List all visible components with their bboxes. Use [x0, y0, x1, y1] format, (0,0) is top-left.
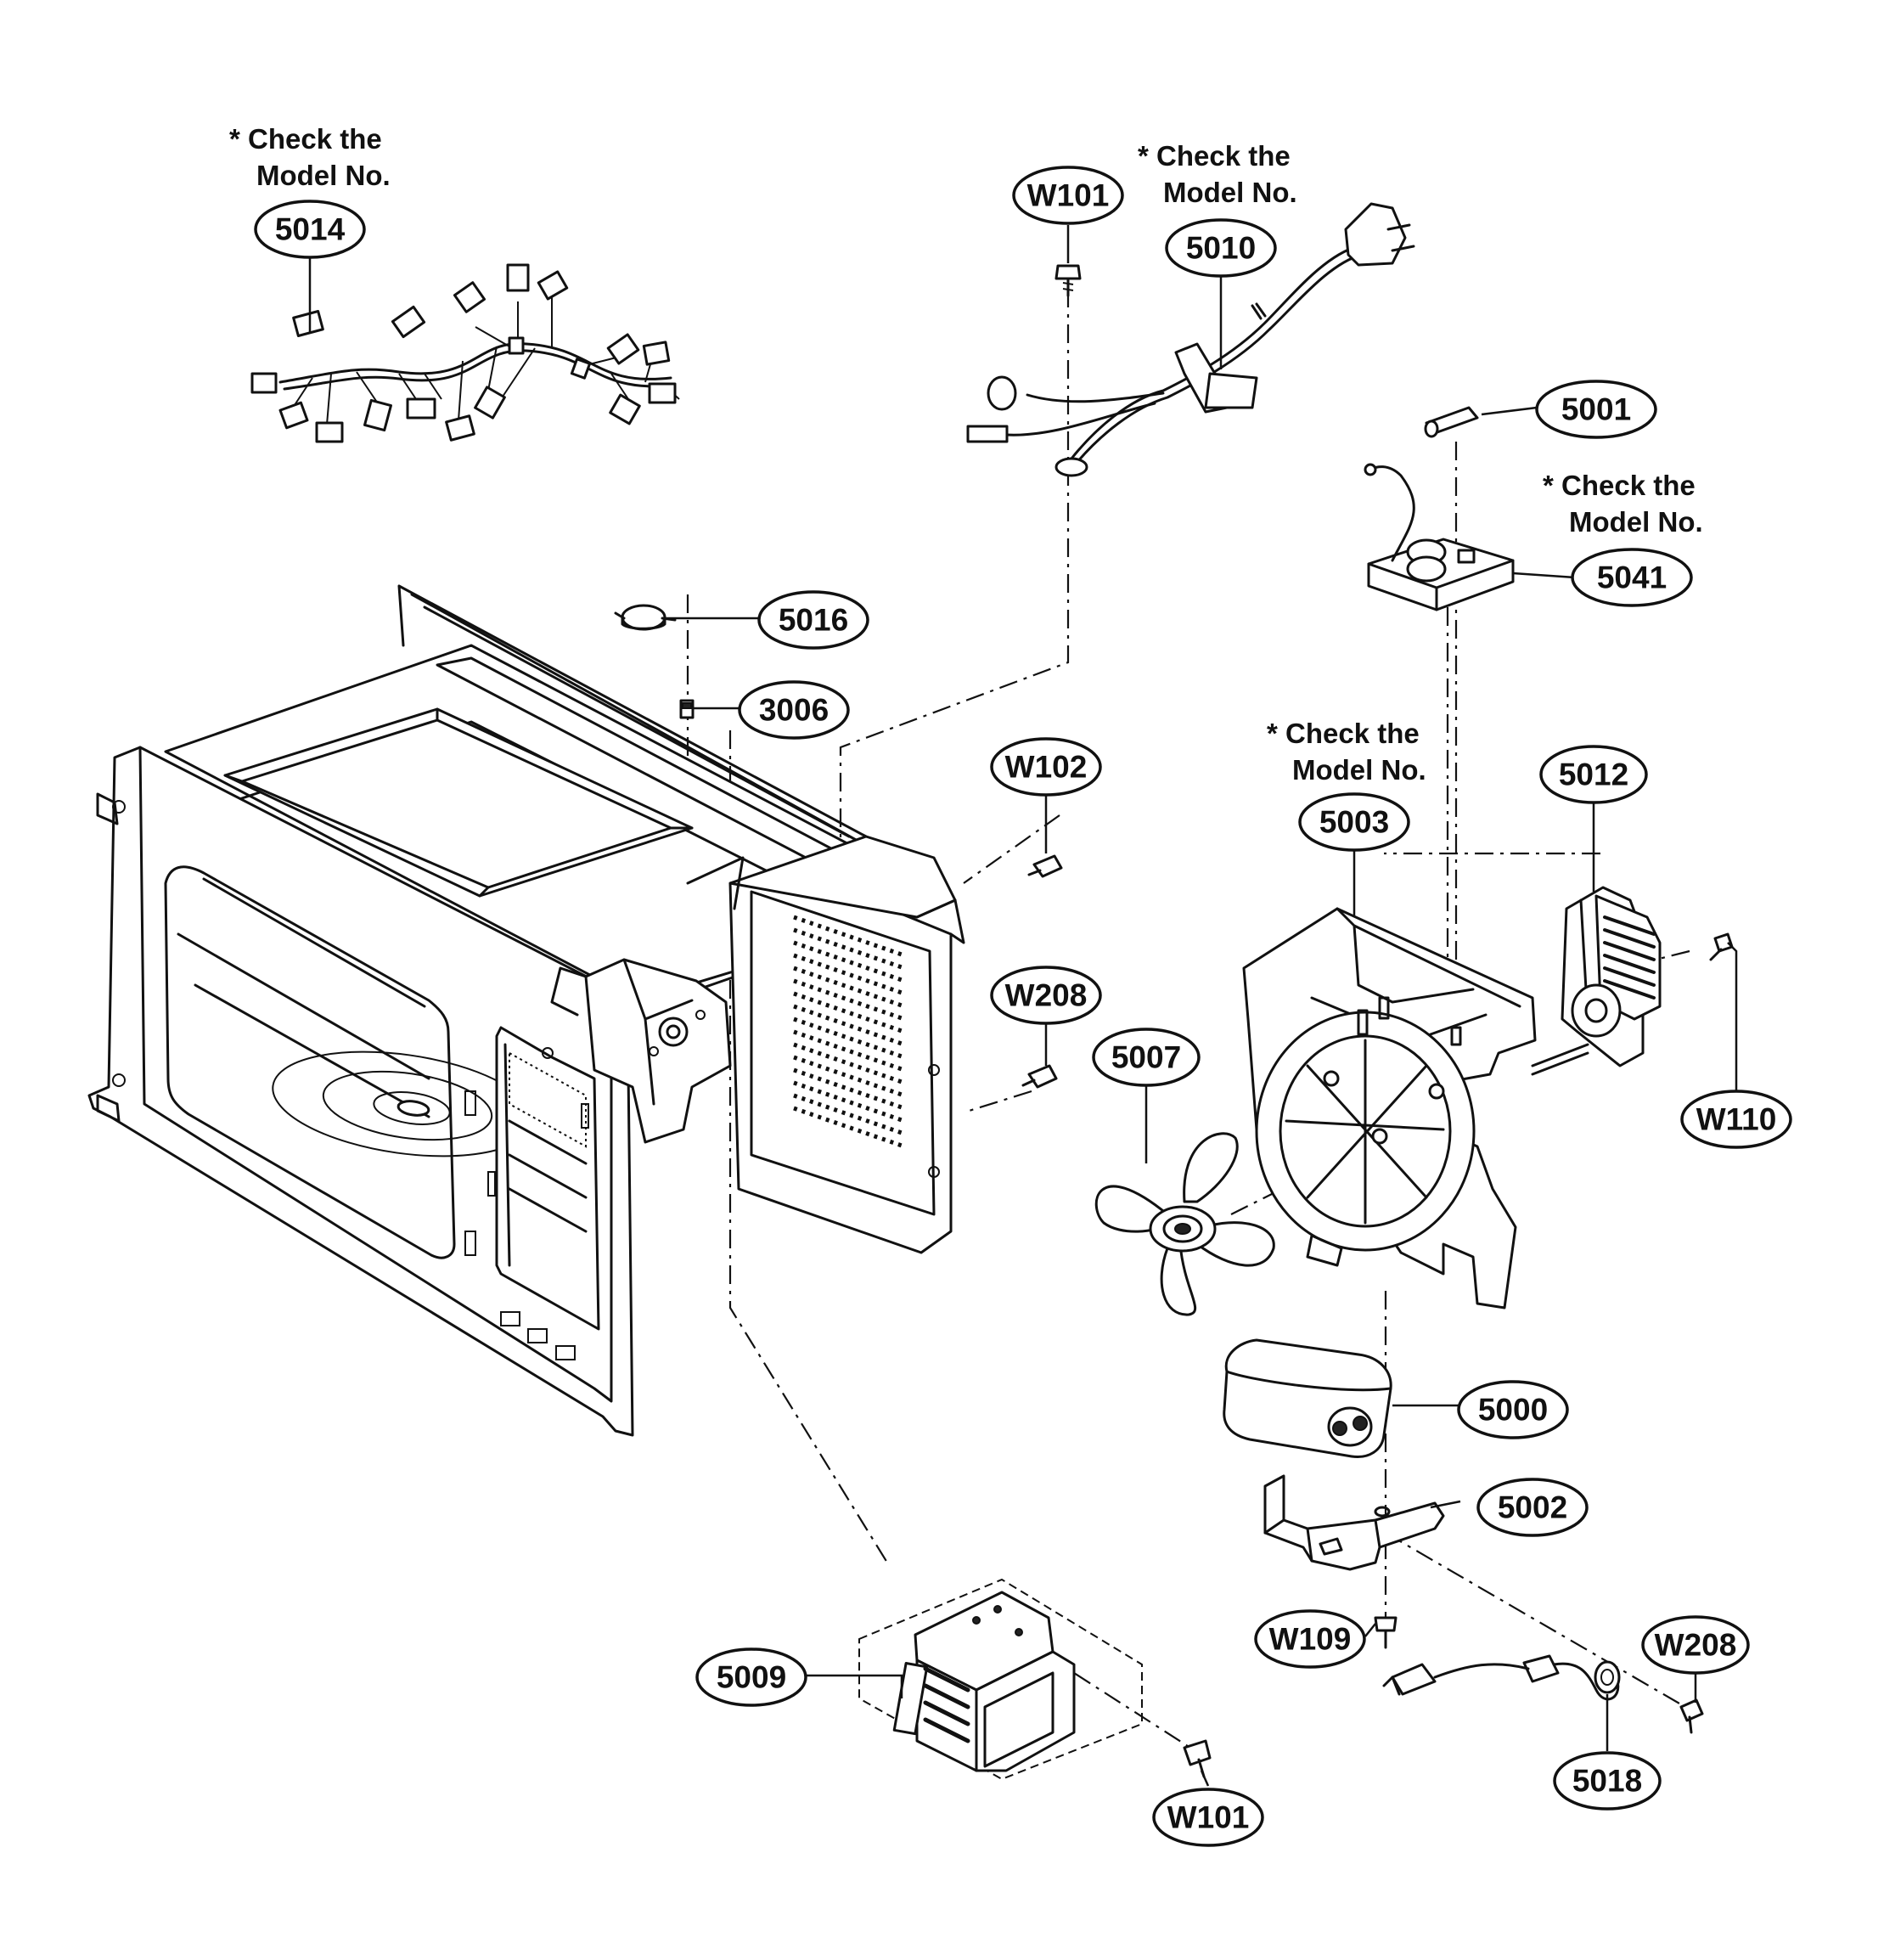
callout-5009: 5009: [695, 1647, 807, 1707]
note-line-1: * Check the: [1267, 718, 1420, 749]
note-line-2: Model No.: [256, 160, 391, 191]
callout-w110: W110: [1680, 1090, 1792, 1149]
callout-label: 3006: [759, 693, 829, 728]
callout-w208-mid: W208: [990, 966, 1102, 1025]
callout-w101-bottom: W101: [1152, 1788, 1264, 1847]
fan-motor-5012: [1561, 886, 1662, 1067]
capacitor-5000: [1223, 1338, 1392, 1459]
callout-label: 5000: [1478, 1393, 1548, 1428]
power-cord-5010: [966, 202, 1415, 477]
note-check-model-5014: * Check the Model No.: [229, 123, 391, 191]
callout-label: 5014: [275, 212, 346, 247]
wire-harness-5014: [250, 263, 680, 443]
callout-label: W208: [1655, 1628, 1737, 1663]
screw-w101-top: [1054, 264, 1082, 297]
note-check-model-5010: * Check the Model No.: [1138, 140, 1297, 208]
waveguide-bracket: [550, 958, 732, 1144]
note-line-2: Model No.: [1163, 177, 1297, 208]
callout-5007: 5007: [1092, 1028, 1201, 1087]
callout-w102: W102: [990, 737, 1102, 797]
magnetron-5009: [858, 1578, 1143, 1781]
callout-label: 5001: [1561, 392, 1631, 427]
screw-w101-bottom: [1183, 1739, 1212, 1778]
callout-5016: 5016: [757, 590, 869, 650]
callout-label: 5002: [1498, 1490, 1567, 1525]
note-line-1: * Check the: [1138, 140, 1291, 172]
callout-label: W101: [1027, 178, 1110, 213]
callout-label: 5007: [1111, 1040, 1181, 1075]
note-check-model-5003: * Check the Model No.: [1267, 718, 1426, 786]
screw-w102: [1027, 854, 1063, 878]
oven-cavity-frame: [87, 584, 957, 1437]
fan-bracket-5003: [1242, 907, 1589, 1309]
leader-lines: [308, 225, 1738, 1787]
callout-w101-top: W101: [1012, 166, 1124, 225]
callout-5010: 5010: [1165, 218, 1277, 278]
capacitor-bracket-5002: [1263, 1474, 1445, 1571]
screw-w208-mid: [1021, 1064, 1058, 1089]
callout-3006: 3006: [738, 680, 850, 740]
fan-blade-5007: [1094, 1132, 1275, 1316]
note-line-2: Model No.: [1292, 754, 1426, 786]
callout-5001: 5001: [1535, 380, 1657, 439]
callout-label: W208: [1005, 978, 1088, 1013]
callout-label: W110: [1696, 1102, 1777, 1137]
note-check-model-5041: * Check the Model No.: [1543, 470, 1703, 538]
callout-label: 5018: [1572, 1764, 1642, 1799]
callout-label: 5012: [1559, 758, 1628, 792]
callout-w109: W109: [1254, 1609, 1366, 1669]
callout-5012: 5012: [1539, 745, 1648, 804]
sensor-3006: [679, 699, 695, 719]
screw-w109: [1374, 1616, 1398, 1649]
callout-label: W109: [1269, 1622, 1352, 1657]
screw-w208-bottom: [1679, 1698, 1704, 1734]
callout-label: 5010: [1186, 231, 1256, 266]
side-duct-panel: [686, 835, 965, 1254]
callout-w208-bottom: W208: [1641, 1615, 1750, 1675]
callout-5003: 5003: [1298, 792, 1410, 852]
note-line-1: * Check the: [229, 123, 382, 155]
callout-label: W102: [1005, 750, 1088, 785]
hv-fuse-5018: [1382, 1654, 1621, 1701]
callout-5018: 5018: [1553, 1751, 1662, 1811]
callout-label: W101: [1167, 1800, 1250, 1835]
callout-label: 5009: [717, 1660, 786, 1695]
callout-label: 5041: [1597, 560, 1667, 595]
note-line-1: * Check the: [1543, 470, 1696, 501]
callout-5000: 5000: [1457, 1380, 1569, 1439]
fuse-5001: [1424, 406, 1479, 438]
callout-label: 5003: [1319, 805, 1389, 840]
callout-5002: 5002: [1476, 1478, 1589, 1537]
callout-5041: 5041: [1571, 548, 1693, 607]
noise-filter-5041: [1364, 463, 1515, 611]
callout-label: 5016: [779, 603, 848, 638]
callout-5014: 5014: [254, 200, 366, 259]
screw-w110: [1709, 932, 1734, 961]
note-line-2: Model No.: [1569, 506, 1703, 538]
